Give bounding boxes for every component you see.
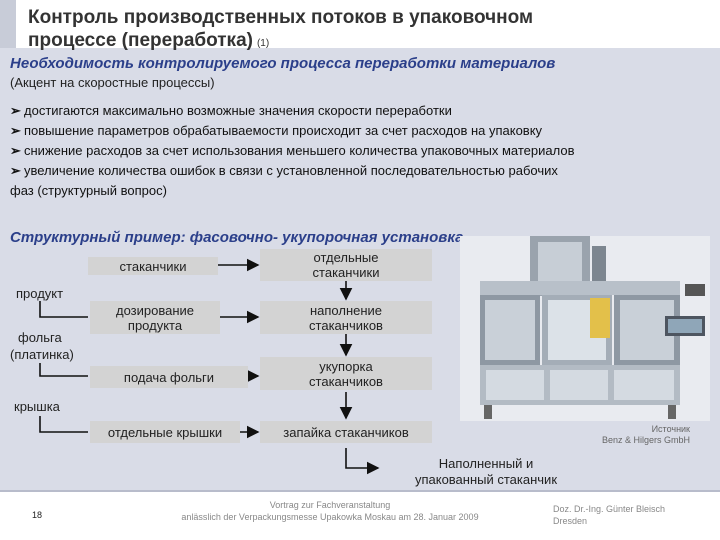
box-separate-lids: отдельные крышки: [90, 421, 240, 443]
box-foil-feed: подача фольги: [90, 366, 248, 388]
box-filling-line1: наполнение: [309, 302, 383, 318]
label-output: Наполненный и упакованный стаканчик: [386, 456, 586, 488]
intro-note: (Акцент на скоростные процессы): [10, 75, 215, 90]
bullet-arrow-icon: ➢: [10, 163, 21, 178]
box-dosing-line2: продукта: [127, 317, 183, 333]
title-accent-bar: [0, 0, 16, 60]
bullet-item: ➢повышение параметров обрабатываемости п…: [10, 121, 710, 141]
footer-author: Doz. Dr.-Ing. Günter Bleisch Dresden: [553, 503, 665, 527]
bullet-arrow-icon: ➢: [10, 123, 21, 138]
footer-event: Vortrag zur Fachveranstaltung anlässlich…: [160, 499, 500, 523]
title-note: (1): [256, 38, 270, 49]
output-line-1: Наполненный и: [438, 456, 534, 471]
box-capping: укупорка стаканчиков: [260, 357, 432, 390]
box-filling-line2: стаканчиков: [309, 317, 383, 333]
intro-subtitle: Необходимость контролируемого процесса п…: [10, 55, 556, 72]
bullet-item: ➢снижение расходов за счет использования…: [10, 141, 710, 161]
label-foil-sub: (платинка): [10, 347, 74, 362]
bullet-text: увеличение количества ошибок в связи с у…: [24, 163, 558, 178]
bullet-item: ➢увеличение количества ошибок в связи с …: [10, 161, 710, 181]
machine-illustration: [460, 236, 710, 421]
footer-event-line2: anlässlich der Verpackungsmesse Upakowka…: [181, 512, 479, 522]
box-sealing: запайка стаканчиков: [260, 421, 432, 443]
credit-line-1: Источник: [651, 424, 690, 434]
box-foil-feed-label: подача фольги: [123, 369, 215, 385]
output-line-2: упакованный стаканчик: [414, 472, 558, 487]
footer-divider: [0, 490, 720, 492]
box-sealing-label: запайка стаканчиков: [283, 424, 409, 440]
box-separate-cups: отдельные стаканчики: [260, 249, 432, 281]
bullet-arrow-icon: ➢: [10, 143, 21, 158]
machine-photo: [460, 236, 710, 421]
footer-author-line2: Dresden: [553, 516, 588, 526]
structure-title: Структурный пример: фасовочно- укупорочн…: [10, 229, 464, 246]
box-cups-label: стаканчики: [119, 258, 187, 274]
box-filling: наполнение стаканчиков: [260, 301, 432, 334]
label-foil: фольга: [18, 330, 62, 345]
title-line-2: процессе (переработка)(1): [28, 29, 678, 55]
label-lid: крышка: [14, 399, 60, 414]
box-capping-line1: укупорка: [319, 358, 373, 374]
bullet-text: повышение параметров обрабатываемости пр…: [24, 123, 543, 138]
title-line-2-text: процессе (переработка): [28, 30, 253, 51]
box-separate-lids-label: отдельные крышки: [107, 424, 223, 440]
footer-event-line1: Vortrag zur Fachveranstaltung: [269, 500, 391, 510]
bullet-text: снижение расходов за счет использования …: [24, 143, 575, 158]
box-dosing-line1: дозирование: [115, 302, 194, 318]
box-dosing: дозирование продукта: [90, 301, 220, 334]
bullet-list: ➢достигаются максимально возможные значе…: [10, 101, 710, 201]
title-line-1: Контроль производственных потоков в упак…: [28, 7, 534, 28]
box-cups: стаканчики: [88, 257, 218, 275]
bullet-arrow-icon: ➢: [10, 103, 21, 118]
credit-line-2: Benz & Hilgers GmbH: [601, 435, 690, 445]
footer-author-line1: Doz. Dr.-Ing. Günter Bleisch: [553, 504, 666, 514]
bullet-continuation: фаз (структурный вопрос): [10, 183, 167, 198]
box-capping-line2: стаканчиков: [309, 373, 383, 389]
box-separate-cups-line2: стаканчики: [312, 265, 380, 280]
photo-credit: Источник Benz & Hilgers GmbH: [560, 424, 690, 446]
bullet-text: достигаются максимально возможные значен…: [24, 103, 452, 118]
box-separate-cups-line1: отдельные: [313, 250, 379, 265]
bullet-item: ➢достигаются максимально возможные значе…: [10, 101, 710, 121]
label-product: продукт: [16, 286, 64, 301]
page-number: 18: [32, 510, 43, 520]
slide-title: Контроль производственных потоков в упак…: [28, 6, 678, 55]
